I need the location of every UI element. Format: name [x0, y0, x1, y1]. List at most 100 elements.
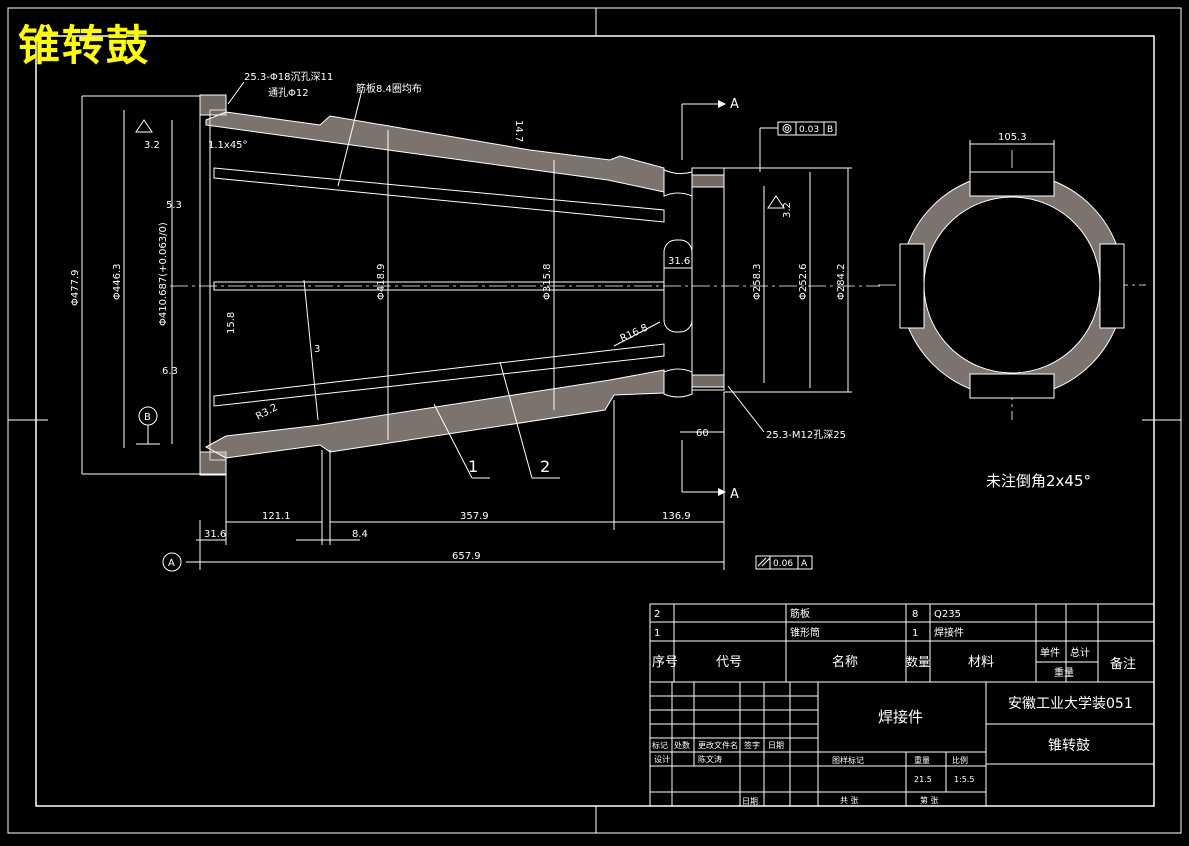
leader-r16 — [613, 321, 661, 347]
arrowhead — [718, 488, 726, 496]
rib-plate-bottom — [213, 343, 665, 407]
plate-note-text: 筋板8.4圈均布 — [356, 82, 422, 95]
header-weight: 重量 — [1054, 666, 1074, 679]
part-1-qty: 1 — [912, 628, 918, 639]
dia-284-text: Φ284.2 — [836, 264, 847, 301]
drawing-title: 锥转鼓 — [18, 21, 151, 70]
chamfer-text: 1.1x45° — [208, 140, 248, 151]
leader-hole-bottom — [727, 385, 765, 433]
title-block: 焊接件 安徽工业大学装051 锥转鼓 标记 处数 更改文件名 签字 日期 设计 … — [649, 681, 1155, 807]
sheet-no: 第 张 — [920, 795, 939, 805]
section-label-top: A — [730, 97, 739, 112]
header-name: 名称 — [832, 654, 858, 670]
tol-bottom-ref-text: A — [801, 559, 808, 569]
leader-2-text: 2 — [540, 457, 550, 476]
sheet-total: 共 张 — [840, 796, 859, 805]
parallelism-icon-2 — [761, 557, 771, 567]
dia-477-text: Φ477.9 — [70, 270, 81, 307]
leader-angle — [303, 279, 319, 421]
dia-258-text: Φ258.3 — [752, 264, 763, 301]
dim-136-text: 136.9 — [662, 511, 691, 522]
dia-446-text: Φ446.3 — [112, 264, 123, 301]
tol-top-text: 0.03 — [799, 125, 819, 135]
dim-6-3-text: 6.3 — [162, 366, 178, 377]
tolerance-frame-bottom — [755, 555, 813, 570]
datum-a-text: A — [168, 558, 175, 569]
dim-657-text: 657.9 — [452, 551, 481, 562]
r23-text: R3.2 — [254, 402, 279, 422]
scale-value: 1:5.5 — [954, 775, 975, 784]
section-slot-top — [969, 171, 1055, 197]
leader-1-text: 1 — [468, 457, 478, 476]
section-a-a-view: 105.3 未注倒角2x45° — [878, 132, 1146, 490]
dim-5-3-text: 5.3 — [166, 200, 182, 211]
leader-hole-top — [227, 81, 245, 105]
flange-bottom-hatch — [199, 451, 227, 475]
hub-bottom-hatch — [691, 374, 725, 388]
dim-31-6-text: 31.6 — [668, 256, 690, 267]
header-material: 材料 — [968, 655, 994, 670]
through-hole-text: 通孔Φ12 — [268, 87, 309, 99]
angle-3-text: 3 — [314, 344, 320, 355]
part-1-name: 锥形筒 — [790, 626, 820, 639]
drawing-name-text: 锥转鼓 — [1048, 738, 1090, 754]
dia-252-text: Φ252.6 — [798, 264, 809, 301]
label-change-doc: 更改文件名 — [698, 740, 738, 750]
section-inner-circle — [923, 196, 1101, 374]
hub-neck-top — [663, 169, 693, 197]
roughness-left — [135, 119, 153, 133]
designer-name: 陈文涛 — [698, 754, 722, 764]
dim-15-8-text: 15.8 — [226, 312, 237, 334]
center-slot — [663, 239, 693, 333]
scale-label: 比例 — [952, 755, 968, 765]
header-code: 代号 — [716, 655, 742, 670]
header-remark: 备注 — [1110, 656, 1136, 672]
label-date: 日期 — [768, 741, 784, 750]
rib-plate-top — [213, 167, 665, 223]
label-design: 设计 — [654, 754, 670, 764]
parts-list: 2 筋板 8 Q235 1 锥形筒 1 焊接件 序号 代号 名称 数量 材料 单… — [649, 603, 1155, 683]
tol-top-ref-text: B — [827, 125, 833, 135]
rough-left-text: 3.2 — [144, 140, 160, 151]
stage-label: 图样标记 — [832, 755, 864, 765]
school-text: 安徽工业大学装051 — [1008, 696, 1133, 712]
right-hub — [691, 167, 725, 391]
cone-wall-bottom — [204, 369, 665, 459]
dia-418-text: Φ418.9 — [376, 264, 387, 301]
dim-60-text: 60 — [696, 428, 709, 439]
cone-wall-top — [205, 111, 665, 193]
part-type-text: 焊接件 — [878, 708, 923, 726]
leader-2 — [499, 361, 533, 479]
section-slot-right — [1099, 243, 1125, 329]
dim-8-4-text: 8.4 — [352, 529, 368, 540]
part-2-material: Q235 — [934, 609, 961, 620]
r16-text: R16.8 — [619, 322, 650, 344]
label-sign: 签字 — [744, 740, 760, 750]
part-2-name: 筋板 — [790, 607, 810, 620]
section-slot-left — [899, 243, 925, 329]
weight-value: 21.5 — [914, 775, 932, 784]
header-qty: 数量 — [906, 654, 930, 669]
part-1-no: 1 — [654, 628, 660, 639]
hub-top-hatch — [691, 174, 725, 188]
leader-plate-note — [337, 89, 363, 187]
hole-bottom-text: 25.3-M12孔深25 — [766, 429, 846, 441]
hub-neck-bottom — [663, 368, 693, 398]
weight-label: 重量 — [914, 755, 930, 765]
hole-top-text: 25.3-Φ18沉孔深11 — [244, 70, 333, 83]
label-count: 处数 — [674, 740, 690, 750]
title-block-frame — [649, 681, 1155, 807]
part-2-no: 2 — [654, 609, 660, 620]
header-unit: 单件 — [1040, 647, 1060, 659]
chamfer-note-text: 未注倒角2x45° — [986, 472, 1091, 490]
main-section-view: 25.3-Φ18沉孔深11 通孔Φ12 筋板8.4圈均布 14.7 A A 1.… — [70, 70, 880, 572]
part-1-material: 焊接件 — [934, 626, 964, 639]
datum-a-symbol — [162, 552, 182, 572]
leader-1 — [433, 403, 473, 479]
datum-b-text: B — [144, 412, 151, 423]
header-no: 序号 — [652, 655, 678, 670]
dim-357-text: 357.9 — [460, 511, 489, 522]
concentricity-icon — [782, 124, 792, 133]
